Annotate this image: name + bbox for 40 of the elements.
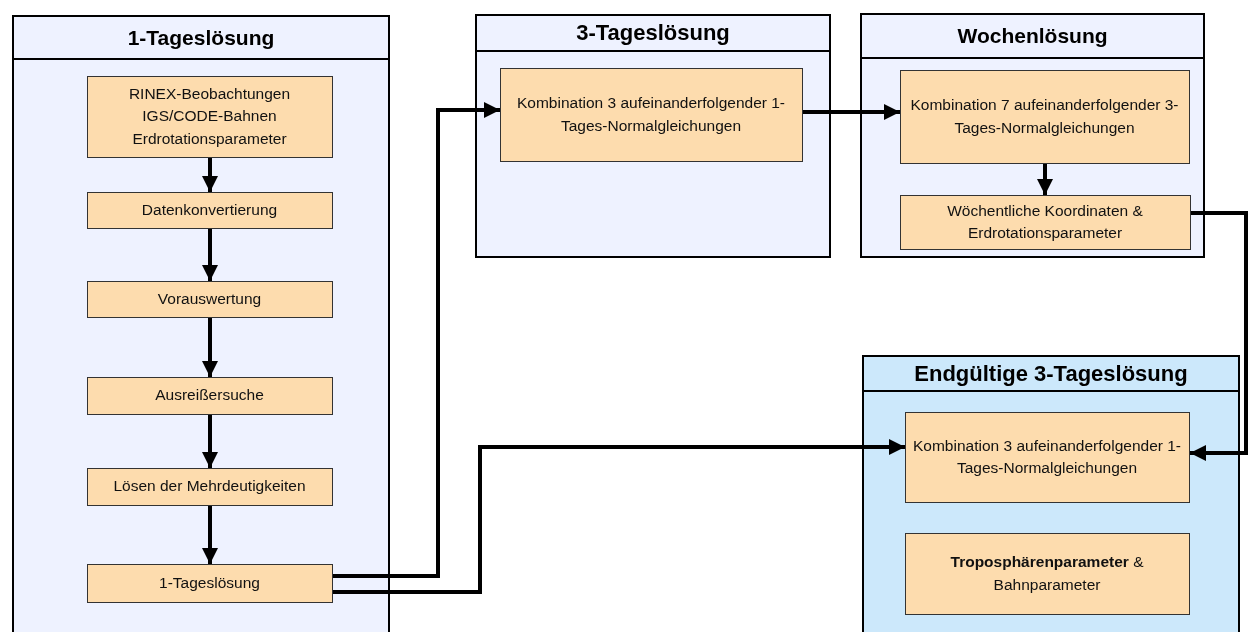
process-box <box>899 194 1191 250</box>
box-label: Kombination 7 aufeinanderfolgender 3-Tages-Normalgleichungen <box>909 95 1180 138</box>
process-box <box>904 532 1190 615</box>
arrow <box>202 506 218 564</box>
box-label: Datenkonvertierung <box>141 199 278 220</box>
process-box <box>899 69 1190 164</box>
arrow <box>803 104 900 120</box>
arrow <box>1037 164 1053 195</box>
process-box <box>904 411 1190 503</box>
process-box <box>86 467 333 506</box>
panel-heading: Wochenlösung <box>957 24 1108 48</box>
group-panel <box>860 13 1205 258</box>
group-panel <box>475 14 831 258</box>
arrow <box>333 102 500 578</box>
arrow <box>333 439 905 594</box>
box-label: Vorauswertung <box>157 288 262 309</box>
panel-heading: 3-Tageslösung <box>576 20 730 46</box>
panel-heading: Endgültige 3-Tageslösung <box>914 360 1188 387</box>
arrow <box>202 318 218 377</box>
group-panel <box>12 15 390 632</box>
box-label: Kombination 3 aufeinanderfolgender 1-Tages-Normalgleichungen <box>912 435 1182 478</box>
process-box <box>86 191 333 229</box>
arrow <box>202 158 218 192</box>
process-box <box>86 75 333 158</box>
box-label: RINEX-Beobachtungen IGS/CODE-Bahnen Erdrotationsparameter <box>127 83 292 149</box>
arrow <box>202 229 218 281</box>
arrow <box>1190 211 1248 461</box>
panel-heading: 1-Tageslösung <box>127 25 275 50</box>
box-label: Lösen der Mehrdeutigkeiten <box>113 476 306 497</box>
box-label: Troposphärenparameter & Bahnparameter <box>949 552 1145 595</box>
process-box <box>86 376 333 415</box>
group-panel <box>862 355 1240 632</box>
process-box <box>86 280 333 318</box>
box-label: Wöchentliche Koordinaten & Erdrotationsparameter <box>946 200 1144 243</box>
box-label: Kombination 3 aufeinanderfolgender 1-Tages-Normalgleichungen <box>516 93 786 136</box>
process-box <box>499 67 803 162</box>
process-box <box>86 563 333 603</box>
box-label: 1-Tageslösung <box>159 572 260 593</box>
arrow <box>202 415 218 468</box>
box-label: Ausreißersuche <box>155 385 264 406</box>
